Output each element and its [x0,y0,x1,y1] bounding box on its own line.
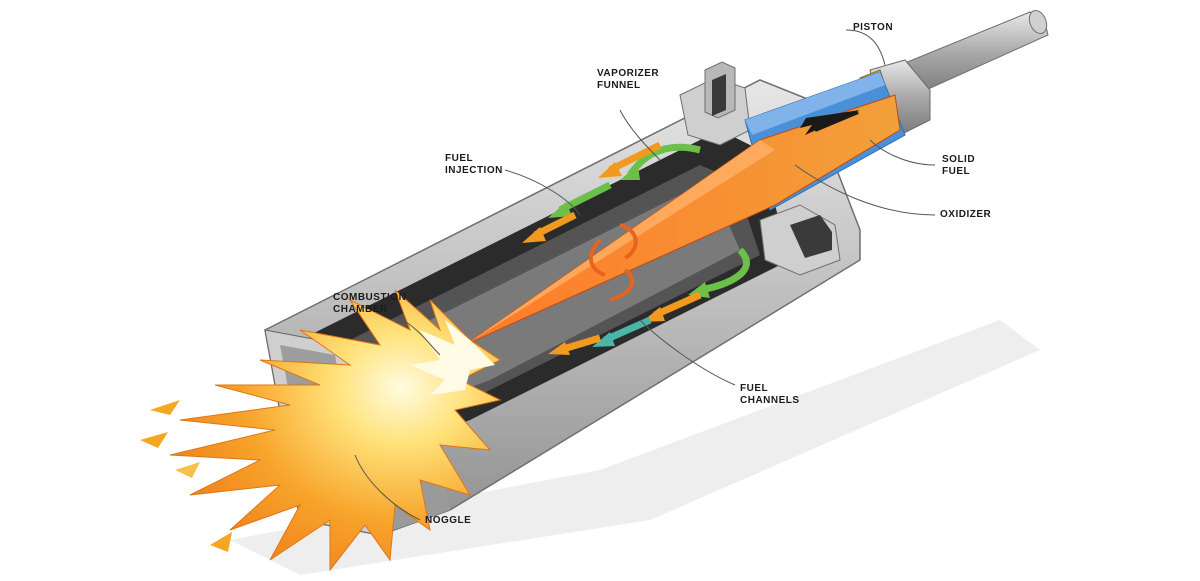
label-solid-fuel-line-2: FUEL [942,166,971,177]
oxidizer-core [464,94,901,346]
label-oxidizer-line-1: OXIDIZER [940,209,992,220]
label-oxidizer: OXIDIZER [940,209,991,221]
flow-direction-arrow [800,110,860,135]
exhaust-flame-icon [140,289,502,572]
label-vaporizer-funnel-line-2: FUNNEL [597,80,641,91]
label-fuel-injection-line-1: FUEL [445,153,474,164]
label-fuel-injection: FUEL INJECTION [445,153,503,177]
vaporizer-funnel-fitting [679,61,751,146]
label-fuel-channels: FUEL CHANNELS [740,383,800,407]
label-piston: PISTON [853,22,893,34]
label-fuel-channels-line-2: CHANNELS [740,395,800,406]
label-vaporizer-funnel-line-1: VAPORIZER [597,68,660,79]
label-solid-fuel: SOLID FUEL [942,154,975,178]
leader-lines [354,29,936,521]
fuel-flow-arrows [522,141,750,355]
label-piston-line-1: PISTON [853,22,894,33]
label-combustion-chamber-line-2: CHAMBER [333,304,388,315]
label-fuel-channels-line-1: FUEL [740,383,769,394]
label-combustion-chamber: COMBUSTION CHAMBER [333,292,406,316]
label-fuel-injection-line-2: INJECTION [445,165,503,176]
label-vaporizer-funnel: VAPORIZER FUNNEL [597,68,659,92]
label-noggle-line-1: NOGGLE [425,515,472,526]
label-noggle: NOGGLE [425,515,471,527]
label-solid-fuel-line-1: SOLID [942,154,976,165]
lower-fitting [759,204,841,276]
label-combustion-chamber-line-1: COMBUSTION [333,292,407,303]
